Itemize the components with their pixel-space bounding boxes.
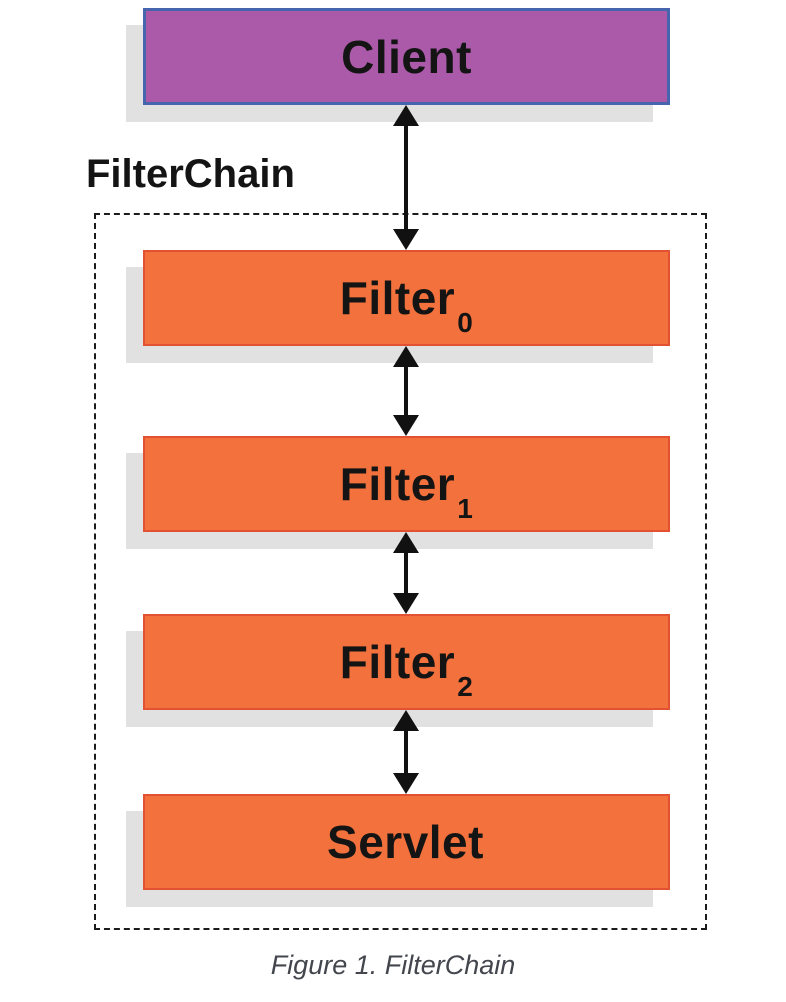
figure-caption: Figure 1. FilterChain: [270, 950, 516, 980]
servlet-label-base: Servlet: [327, 816, 484, 868]
filter2-box: Filter2: [143, 614, 670, 710]
arrow-filter1-filter2-icon: [392, 532, 420, 614]
filter0-label-subscript: 0: [457, 307, 474, 338]
filter0-box-label: Filter0: [339, 271, 474, 338]
filter2-box-label: Filter2: [339, 635, 474, 702]
filter0-label-base: Filter: [339, 272, 456, 324]
servlet-box: Servlet: [143, 794, 670, 890]
client-box: Client: [143, 8, 670, 105]
arrow-shaft: [404, 716, 408, 788]
arrow-shaft: [404, 352, 408, 430]
filter1-box-label: Filter1: [339, 457, 474, 524]
arrow-filter0-filter1-icon: [392, 346, 420, 436]
arrow-shaft: [404, 111, 408, 244]
client-box-label: Client: [341, 30, 472, 83]
filterchain-label: FilterChain: [86, 152, 295, 196]
arrow-client-filter0-icon: [392, 105, 420, 250]
servlet-box-label: Servlet: [327, 815, 486, 869]
filter2-label-base: Filter: [339, 636, 456, 688]
arrow-filter2-servlet-icon: [392, 710, 420, 794]
filter2-label-subscript: 2: [457, 671, 474, 702]
filter1-box: Filter1: [143, 436, 670, 532]
arrow-shaft: [404, 538, 408, 608]
filter1-label-base: Filter: [339, 458, 456, 510]
filter1-label-subscript: 1: [457, 493, 474, 524]
filter0-box: Filter0: [143, 250, 670, 346]
